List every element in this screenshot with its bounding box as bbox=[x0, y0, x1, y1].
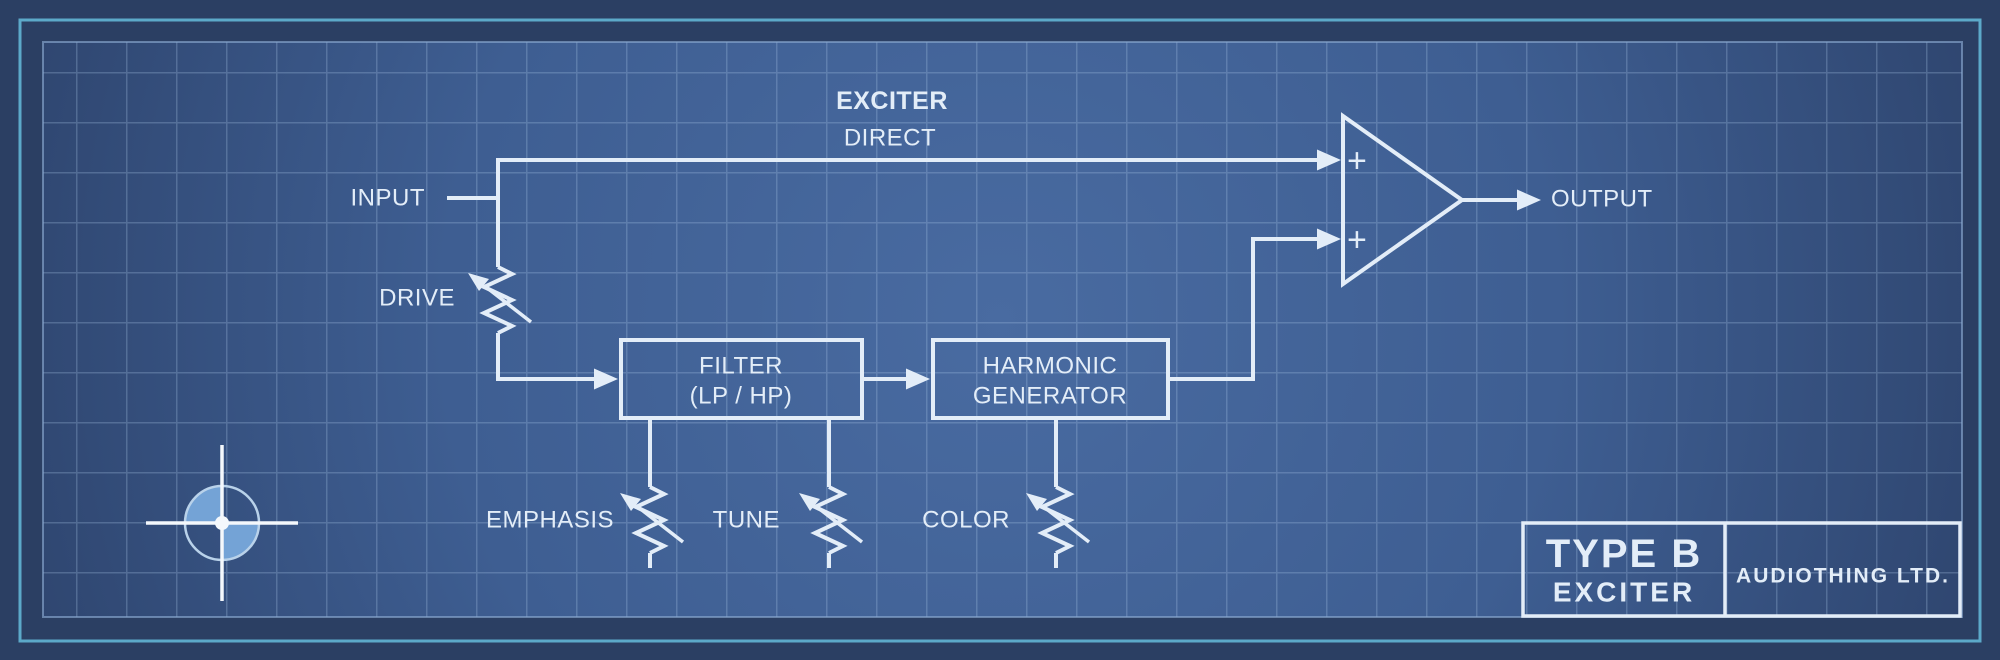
pot-arrow bbox=[484, 285, 533, 324]
pot-arrowhead-icon bbox=[799, 493, 820, 511]
resistor-zigzag bbox=[631, 485, 669, 555]
pot-arrowhead-icon bbox=[1026, 493, 1047, 511]
drive-pot: DRIVE bbox=[379, 265, 618, 390]
emphasis-label: EMPHASIS bbox=[486, 507, 614, 534]
filter-label-line2: (LP / HP) bbox=[690, 383, 793, 410]
title-block-model: TYPE B bbox=[1546, 532, 1702, 576]
resistor-zigzag bbox=[1037, 485, 1075, 555]
title-block: TYPE B EXCITER AUDIOTHING LTD. bbox=[1521, 521, 1962, 618]
pot-arrow bbox=[1042, 505, 1091, 544]
drive-label: DRIVE bbox=[379, 285, 455, 312]
frame-border bbox=[18, 18, 1982, 643]
output-label: OUTPUT bbox=[1551, 186, 1653, 213]
summing-amp-symbol: + + bbox=[1341, 112, 1466, 288]
pot-arrow bbox=[636, 505, 685, 544]
sum-input-plus-top: + bbox=[1347, 142, 1367, 180]
harmonic-label-line1: HARMONIC bbox=[983, 353, 1118, 380]
emphasis-pot: EMPHASIS bbox=[486, 418, 685, 568]
grid-area bbox=[42, 41, 1963, 618]
input-branch: INPUT bbox=[351, 158, 500, 267]
arrowhead-icon bbox=[906, 368, 930, 390]
color-label: COLOR bbox=[922, 507, 1010, 534]
pot-arrowhead-icon bbox=[468, 273, 489, 291]
direct-signal-path: DIRECT bbox=[498, 125, 1341, 171]
color-pot: COLOR bbox=[922, 418, 1091, 568]
pot-arrowhead-icon bbox=[620, 493, 641, 511]
harmonic-generator-box: HARMONIC GENERATOR bbox=[931, 338, 1170, 420]
tune-label: TUNE bbox=[713, 507, 780, 534]
title-block-company: AUDIOTHING LTD. bbox=[1736, 565, 1950, 588]
registration-mark-icon bbox=[146, 445, 298, 601]
arrowhead-icon bbox=[1317, 228, 1341, 250]
tune-pot: TUNE bbox=[713, 418, 864, 568]
resistor-zigzag bbox=[810, 485, 848, 555]
output-branch: OUTPUT bbox=[1462, 186, 1653, 213]
title-block-product: EXCITER bbox=[1553, 577, 1695, 608]
direct-label: DIRECT bbox=[844, 125, 936, 152]
arrowhead-icon bbox=[1317, 149, 1341, 171]
harmonic-label-line2: GENERATOR bbox=[973, 383, 1127, 410]
sum-input-plus-bottom: + bbox=[1347, 221, 1367, 259]
input-label: INPUT bbox=[351, 185, 426, 212]
harmonic-output-connector bbox=[1168, 228, 1341, 381]
diagram-title: EXCITER bbox=[836, 87, 948, 115]
arrowhead-icon bbox=[594, 368, 618, 390]
resistor-zigzag bbox=[479, 265, 517, 335]
filter-label-line1: FILTER bbox=[699, 353, 783, 380]
pot-arrow bbox=[815, 505, 864, 544]
arrowhead-icon bbox=[1517, 189, 1541, 211]
filter-to-harmonic-connector bbox=[862, 368, 930, 390]
